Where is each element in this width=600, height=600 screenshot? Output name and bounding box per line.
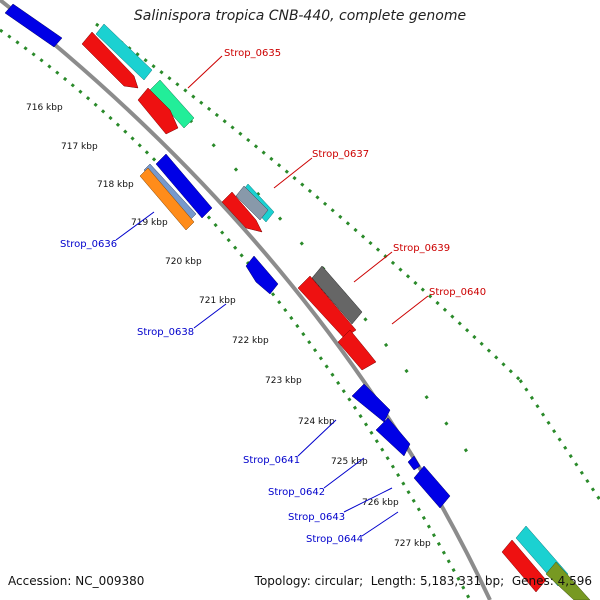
gene-arrow-red [501,539,547,593]
leader-line-reverse [115,211,155,241]
gene-label-forward[interactable]: Strop_0635 [224,48,281,59]
leader-line-reverse [297,419,337,457]
tick-label: 716 kbp [26,103,63,113]
gene-arrow-red [221,191,263,233]
leader-line-forward [273,157,313,189]
tick-label: 719 kbp [131,218,168,228]
map-title: Salinispora tropica CNB-440, complete ge… [133,8,467,24]
leader-line-forward [187,55,223,89]
genome-backbone [0,0,492,600]
gene-arrow-blue [413,465,451,509]
axis-dots [0,22,600,600]
gene-label-forward[interactable]: Strop_0637 [312,149,369,160]
tick-label: 725 kbp [331,457,368,467]
tick-label: 721 kbp [199,296,236,306]
gene-label-forward[interactable]: Strop_0639 [393,243,450,254]
outer-dotted-guide [95,22,522,382]
scale-ticks: 716 kbp 717 kbp 718 kbp 719 kbp 720 kbp … [26,103,431,549]
length-label: Length: [370,574,417,588]
gene-arrow-red [137,87,179,135]
gene-arrow-blue [351,383,391,423]
gene-arrow-blue [245,255,279,295]
accession-info: Accession: NC_009380 [8,574,144,588]
leader-line-reverse [193,303,227,329]
gene-arrow-red [337,329,377,371]
gene-label-reverse[interactable]: Strop_0638 [137,327,194,338]
genes-label: Genes: [511,574,554,588]
gene-arrow-gray [311,265,363,325]
gene-labels: Strop_0635 Strop_0637 Strop_0639 Strop_0… [60,48,486,545]
gene-label-reverse[interactable]: Strop_0643 [288,512,345,523]
leader-line-reverse [361,511,399,537]
tick-label: 718 kbp [97,180,134,190]
length-value: 5,183,331 bp [420,574,501,588]
gene-label-reverse[interactable]: Strop_0642 [268,487,325,498]
gene-arrow-orange [139,167,195,231]
gene-label-reverse[interactable]: Strop_0636 [60,239,117,250]
gene-arrow-steel [235,185,269,221]
gene-arrow-mint [149,79,195,129]
accession-label: Accession: [8,574,72,588]
outer-dotted-guide-lower [518,379,600,501]
topology-value: circular [314,574,360,588]
leader-line-reverse [323,457,365,489]
gene-arrow-red [297,275,357,339]
inner-dotted-guide [0,28,472,600]
accession-value: NC_009380 [75,574,145,588]
gene-label-forward[interactable]: Strop_0640 [429,287,486,298]
gene-features [4,3,591,600]
gene-label-reverse[interactable]: Strop_0644 [306,534,363,545]
genome-stats: Topology: circular; Length: 5,183,331 bp… [254,574,592,588]
tick-label: 722 kbp [232,336,269,346]
gene-label-reverse[interactable]: Strop_0641 [243,455,300,466]
tick-label: 723 kbp [265,376,302,386]
leader-lines [115,55,429,537]
genes-value: 4,596 [557,574,592,588]
tick-label: 724 kbp [298,417,335,427]
topology-label: Topology: [254,574,311,588]
gene-arrow-blue [375,417,411,457]
gene-arrow-cyan [95,23,153,81]
tick-label: 726 kbp [362,498,399,508]
tick-label: 717 kbp [61,142,98,152]
gene-arrow-blue [155,153,213,219]
tick-label: 727 kbp [394,539,431,549]
leader-line-forward [353,251,393,283]
gene-arrow-blue [407,455,421,471]
gene-arrow-blue [4,3,63,48]
tick-label: 720 kbp [165,257,202,267]
gene-track-dotted-guide [188,118,482,471]
leader-line-reverse [343,487,393,513]
leader-line-forward [391,295,429,325]
gene-arrow-olive [545,561,591,600]
gene-arrow-red [81,31,139,89]
